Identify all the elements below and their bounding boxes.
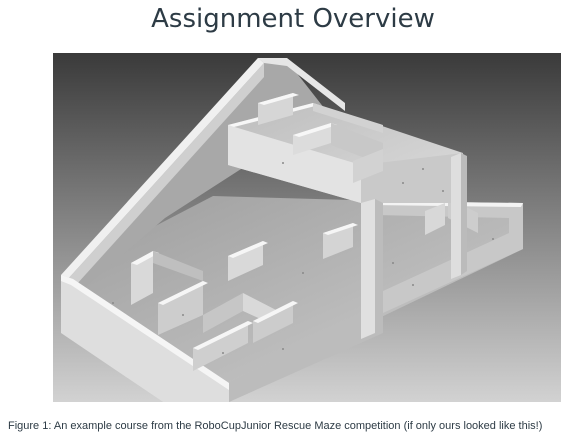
front-right-wall-face: [229, 309, 383, 402]
floor-dots: [112, 162, 494, 354]
support-pillar-front-side: [375, 199, 383, 333]
lower-maze-walls: [131, 198, 478, 371]
support-pillar-back-side: [461, 153, 467, 275]
upper-maze-walls: [228, 93, 383, 183]
upper-floor-front-face: [228, 125, 361, 203]
right-outer-wall: [373, 201, 523, 313]
ramp-top-rim: [258, 58, 345, 111]
figure-caption: Figure 1: An example course from the Rob…: [8, 420, 543, 432]
support-pillar-back: [451, 153, 461, 279]
upper-floor-side-face: [361, 153, 463, 203]
page-title: Assignment Overview: [151, 4, 435, 34]
ramp-wall-top: [61, 58, 264, 280]
front-left-wall-face: [61, 275, 229, 402]
front-left-wall-top: [61, 275, 229, 390]
ramp-wall-face: [67, 63, 264, 295]
support-pillar-front: [361, 199, 375, 339]
maze-course-image: [53, 53, 561, 402]
